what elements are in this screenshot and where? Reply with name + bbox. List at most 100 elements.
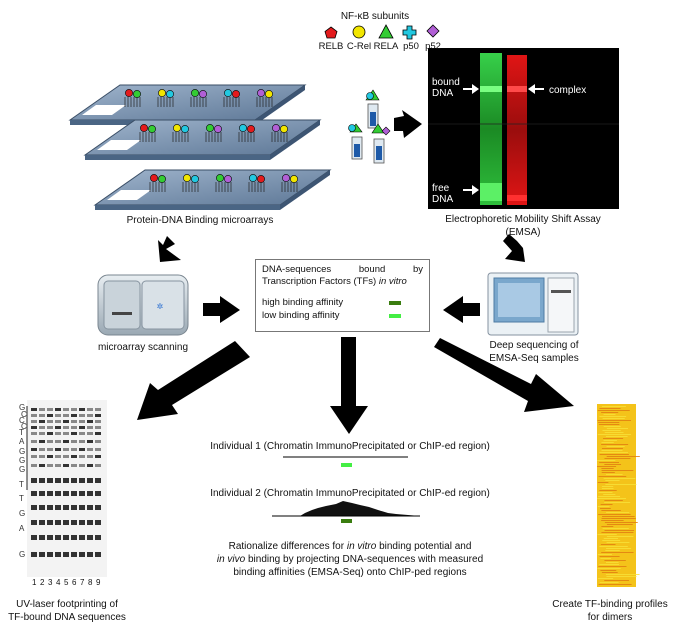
gel-band <box>79 426 85 429</box>
bound-protein <box>232 90 240 98</box>
bound-protein <box>282 174 290 182</box>
gel-band <box>87 448 93 451</box>
heatmap-row <box>600 544 616 545</box>
gel-band <box>63 535 69 540</box>
low-affinity-row: low binding affinity <box>262 310 423 322</box>
gel-band <box>55 426 61 429</box>
heatmap-row <box>598 514 631 515</box>
bound-protein <box>214 125 222 133</box>
heatmap-row <box>599 490 617 491</box>
heatmap-row <box>599 452 628 453</box>
lane-number: 6 <box>72 578 77 587</box>
gel-band <box>31 455 37 458</box>
gel-band <box>47 535 53 540</box>
bound-protein <box>158 89 166 97</box>
gel-band <box>31 478 37 483</box>
bound-protein <box>191 89 199 97</box>
heatmap-row <box>605 550 620 551</box>
gel-band <box>55 478 61 483</box>
gel-band <box>79 432 85 435</box>
heatmap-row <box>601 510 621 511</box>
heatmap-row <box>597 578 614 579</box>
gel-band <box>39 464 45 467</box>
heatmap-row <box>599 556 620 557</box>
bound-protein <box>247 125 255 133</box>
heatmap-row <box>601 520 624 521</box>
heatmap-row <box>601 450 623 451</box>
heatmap-row <box>604 530 635 531</box>
microarray-slides <box>68 84 332 210</box>
gel-band <box>63 491 69 496</box>
gel-band <box>55 432 61 435</box>
gel-band <box>47 408 53 411</box>
gel-band <box>47 440 53 443</box>
heatmap-row <box>604 464 622 465</box>
gel-band <box>95 408 101 411</box>
gel-band <box>79 520 85 525</box>
gel-band <box>39 478 45 483</box>
bound-protein <box>216 174 224 182</box>
gel-band <box>63 420 69 423</box>
gel-band <box>63 408 69 411</box>
gel-band <box>55 464 61 467</box>
gel-band <box>63 478 69 483</box>
gel-band <box>95 505 101 510</box>
deep-sequencer <box>487 272 579 336</box>
bound-protein <box>140 124 148 132</box>
gel-band <box>63 426 69 429</box>
heatmap-row <box>600 570 617 571</box>
gel-band <box>39 440 45 443</box>
free-dna-arrow <box>463 185 479 195</box>
heatmap-row <box>605 480 620 481</box>
heatmap-row <box>605 474 623 475</box>
heatmap-row <box>600 504 613 505</box>
gel-band <box>79 420 85 423</box>
heatmap-row <box>601 468 614 469</box>
bound-protein <box>265 90 273 98</box>
heatmap-row <box>603 478 636 479</box>
bound-protein <box>290 175 298 183</box>
heatmap-row <box>601 412 619 413</box>
gel-band <box>79 408 85 411</box>
bound-protein <box>224 89 232 97</box>
rationale-text: Rationalize differences for in vitro bin… <box>216 541 484 578</box>
heatmap-row <box>602 418 625 419</box>
gel-band <box>39 448 45 451</box>
gel-band <box>31 491 37 496</box>
gel-band <box>95 552 101 557</box>
gel-band <box>39 408 45 411</box>
heatmap-row <box>606 536 634 537</box>
gel-band <box>87 426 93 429</box>
arrow-to-profiles <box>434 338 574 412</box>
chip-region-1-low-affinity-mark <box>341 463 352 467</box>
heatmap-row <box>606 562 619 563</box>
bound-protein <box>191 175 199 183</box>
gel-band <box>95 440 101 443</box>
gel-band <box>47 491 53 496</box>
gel-band <box>47 520 53 525</box>
gel-band <box>79 448 85 451</box>
lane-number: 5 <box>64 578 69 587</box>
lane-number: 2 <box>40 578 45 587</box>
heatmap-row <box>604 458 631 459</box>
sequence-letter: A <box>19 524 25 533</box>
gel-band <box>95 455 101 458</box>
heatmap-row <box>601 486 614 487</box>
lane-number: 3 <box>48 578 53 587</box>
gel-band <box>71 535 77 540</box>
sequence-letter: G <box>19 447 26 456</box>
heatmap-row <box>597 420 631 421</box>
heatmap-row <box>599 582 619 583</box>
gel-band <box>71 408 77 411</box>
heatmap-row <box>597 482 609 483</box>
gel-band <box>39 505 45 510</box>
heatmap-row <box>605 436 628 437</box>
gel-band <box>87 440 93 443</box>
rela-triangle-icon <box>378 24 394 39</box>
gel-band <box>55 491 61 496</box>
relb-pentagon-icon <box>324 26 338 39</box>
heatmap-row <box>601 448 623 449</box>
heatmap-row <box>600 508 611 509</box>
gel-band <box>95 420 101 423</box>
